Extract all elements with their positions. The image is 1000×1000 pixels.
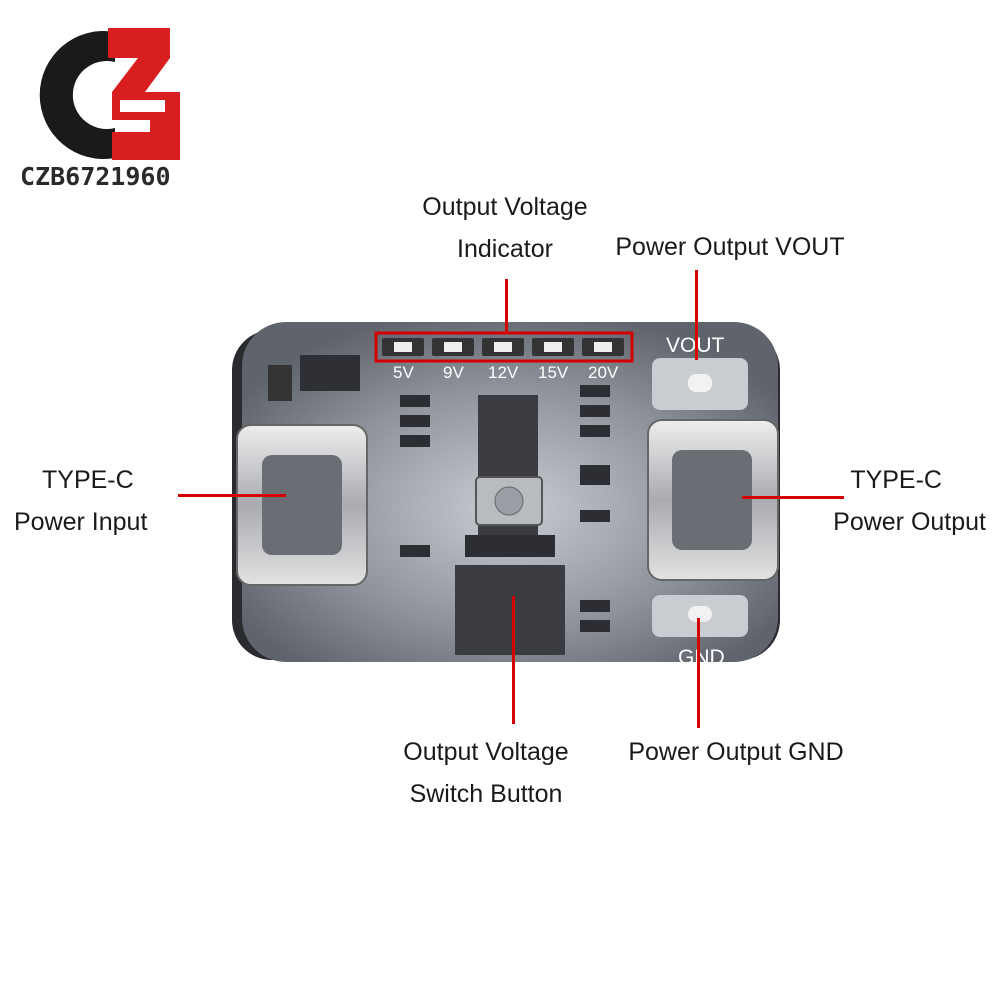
button-label-line2: Switch Button bbox=[409, 780, 563, 808]
silk-5v: 5V bbox=[393, 363, 414, 382]
silk-9v: 9V bbox=[443, 363, 464, 382]
input-connector-slot bbox=[262, 455, 342, 555]
output-label: TYPE-C Power Output bbox=[796, 459, 986, 543]
input-label-line2: Power Input bbox=[14, 508, 148, 536]
input-label-line1: TYPE-C bbox=[42, 466, 134, 494]
silk-12v: 12V bbox=[488, 363, 519, 382]
gnd-label: Power Output GND bbox=[608, 731, 864, 773]
input-label: TYPE-C Power Input bbox=[14, 459, 184, 543]
logo-c-shape bbox=[39, 30, 115, 160]
button-leader-line bbox=[512, 596, 515, 724]
gnd-leader-line bbox=[697, 618, 700, 728]
output-label-line1: TYPE-C bbox=[850, 466, 942, 494]
silk-gnd: GND bbox=[678, 646, 725, 669]
silk-15v: 15V bbox=[538, 363, 569, 382]
gnd-label-text: Power Output GND bbox=[628, 738, 844, 766]
output-leader-line bbox=[742, 496, 844, 499]
regulator-chip bbox=[300, 355, 360, 391]
indicator-label-line1: Output Voltage bbox=[422, 193, 588, 221]
vout-label: Power Output VOUT bbox=[598, 226, 862, 268]
vout-leader-line bbox=[695, 270, 698, 360]
brand-logo-text: CZB6721960 bbox=[20, 162, 171, 191]
output-connector-slot bbox=[672, 450, 752, 550]
indicator-leader-line bbox=[505, 279, 508, 333]
indicator-label-line2: Indicator bbox=[457, 235, 553, 263]
silk-20v: 20V bbox=[588, 363, 619, 382]
led-row bbox=[382, 338, 624, 356]
output-label-line2: Power Output bbox=[833, 508, 986, 536]
power-ic bbox=[455, 565, 565, 655]
vout-label-text: Power Output VOUT bbox=[615, 233, 845, 261]
logo-z-shape bbox=[108, 28, 180, 160]
indicator-label: Output Voltage Indicator bbox=[395, 186, 615, 270]
button-label-line1: Output Voltage bbox=[403, 738, 569, 766]
brand-logo bbox=[39, 28, 180, 160]
smd-components bbox=[400, 385, 610, 632]
logo-inner-notch bbox=[120, 100, 165, 112]
button-label: Output Voltage Switch Button bbox=[380, 731, 592, 815]
input-leader-line bbox=[178, 494, 286, 497]
indicator-highlight-box bbox=[374, 331, 634, 363]
